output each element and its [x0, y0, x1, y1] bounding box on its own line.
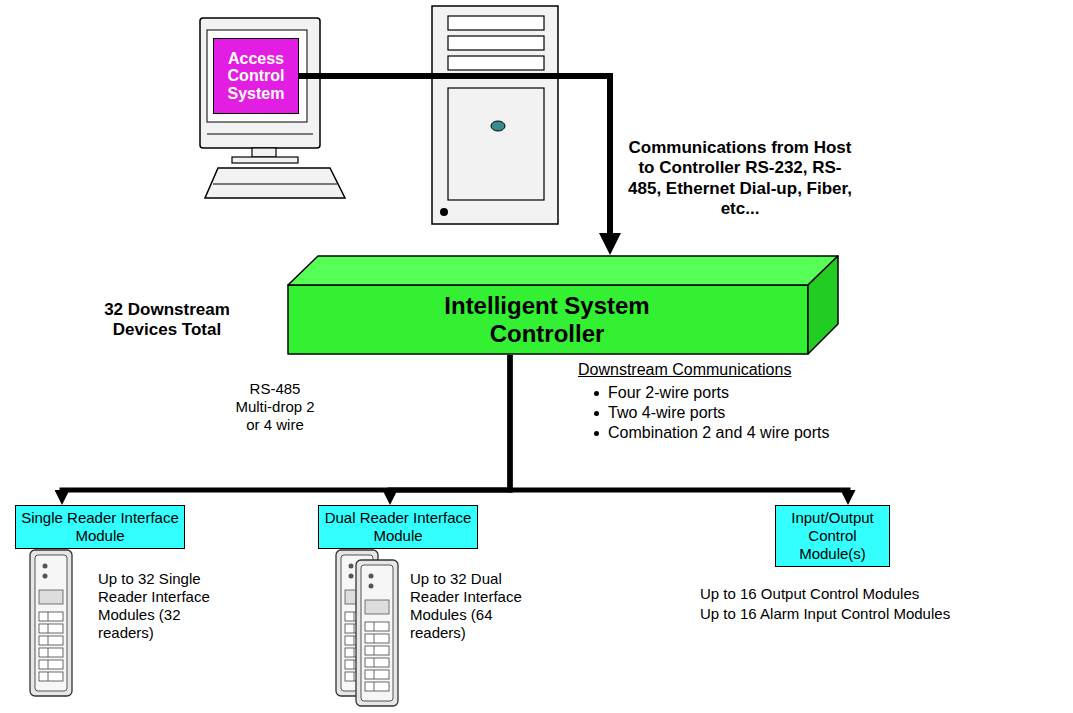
keypad-divider — [354, 624, 355, 633]
keypad-divider — [354, 636, 355, 645]
drive-bay — [448, 56, 544, 70]
keypad-divider — [48, 612, 49, 621]
reader-face — [35, 555, 67, 691]
keypad-divider — [48, 672, 49, 681]
section-heading: Downstream Communications — [578, 360, 818, 379]
rs485-bus — [62, 355, 510, 493]
keyboard — [205, 168, 345, 198]
keypad-divider — [374, 634, 375, 643]
keypad-key — [39, 672, 63, 681]
controller-box: Intelligent System Controller — [287, 255, 839, 355]
reader-window — [39, 590, 63, 604]
port-option: Combination 2 and 4 wire ports — [590, 423, 1073, 442]
node-text: Single Reader Interface Module — [20, 509, 180, 545]
reader-illustrations — [30, 550, 398, 706]
interface-module: Dual Reader Interface Module — [318, 505, 478, 549]
keypad-divider — [48, 636, 49, 645]
reader-body — [356, 560, 398, 706]
keypad-divider — [48, 624, 49, 633]
control-module: Input/Output Control Module(s) — [775, 505, 890, 567]
port-option: Two 4-wire ports — [590, 403, 1073, 422]
monitor-chin — [207, 134, 313, 135]
module-capacity-note: Up to 16 Output Control Modules — [700, 585, 1020, 603]
keypad-key — [365, 670, 389, 679]
reader-led — [349, 564, 354, 569]
keypad-divider — [48, 660, 49, 669]
keypad-key — [39, 612, 63, 621]
tower-panel — [448, 88, 544, 200]
keypad-key — [39, 648, 63, 657]
node-text: Dual Reader Interface Module — [323, 509, 473, 545]
card-reader — [30, 550, 72, 696]
host-link — [299, 76, 610, 237]
power-button — [491, 121, 505, 131]
module-capacity-note: Up to 16 Alarm Input Control Modules — [700, 605, 1020, 623]
reader-led — [369, 574, 374, 579]
keypad-key — [365, 682, 389, 691]
card-reader — [356, 560, 398, 706]
keypad-divider — [354, 612, 355, 621]
keypad-key — [39, 636, 63, 645]
top-face — [288, 256, 838, 285]
computer-tower — [432, 6, 558, 224]
monitor-bezel — [200, 18, 320, 148]
node-text: Input/Output Control Module(s) — [780, 509, 885, 563]
reader-led — [349, 574, 354, 579]
front-face — [288, 285, 808, 354]
node-text: Intelligent System Controller — [417, 292, 677, 347]
module-capacity-note: Up to 32 Single Reader Interface Modules… — [98, 570, 230, 642]
keypad-divider — [354, 648, 355, 657]
module-capacity-note: Up to 32 Dual Reader Interface Modules (… — [410, 570, 542, 642]
reader-face — [361, 565, 393, 701]
keypad-divider — [374, 646, 375, 655]
keypad-key — [365, 622, 389, 631]
rs485-bus — [390, 355, 510, 493]
tower-case — [432, 6, 558, 224]
tower-foot — [440, 208, 448, 216]
computer-monitor — [200, 18, 320, 163]
reader-body — [30, 550, 72, 696]
drive-bay — [448, 36, 544, 50]
connection-label: Communications from Host to Controller R… — [624, 138, 856, 220]
keypad-key — [365, 658, 389, 667]
reader-led — [43, 574, 48, 579]
port-option: Four 2-wire ports — [590, 383, 1073, 402]
keypad-divider — [374, 670, 375, 679]
bus-note: RS-485 Multi-drop 2 or 4 wire — [232, 380, 318, 434]
side-face — [808, 256, 838, 354]
keypad-divider — [48, 648, 49, 657]
keypad-key — [39, 624, 63, 633]
monitor-base — [232, 157, 298, 163]
monitor-stand — [252, 148, 276, 157]
reader-window — [365, 600, 389, 614]
keypad-divider — [374, 658, 375, 667]
keypad-divider — [354, 660, 355, 669]
keypad-divider — [374, 682, 375, 691]
keypad-key — [39, 660, 63, 669]
node-text: Access Control System — [217, 50, 295, 103]
keypad-divider — [374, 622, 375, 631]
drive-bay — [448, 16, 544, 30]
keypad-key — [365, 646, 389, 655]
keyboard-line — [213, 184, 337, 185]
reader-led — [369, 584, 374, 589]
keypad-divider — [354, 672, 355, 681]
monitor-recess — [207, 30, 307, 122]
interface-module: Single Reader Interface Module — [15, 505, 185, 549]
monitor-screen: Access Control System — [213, 38, 299, 114]
reader-led — [43, 564, 48, 569]
keypad-key — [365, 634, 389, 643]
device-count-note: 32 Downstream Devices Total — [82, 300, 252, 341]
keyboard-body — [205, 168, 345, 198]
